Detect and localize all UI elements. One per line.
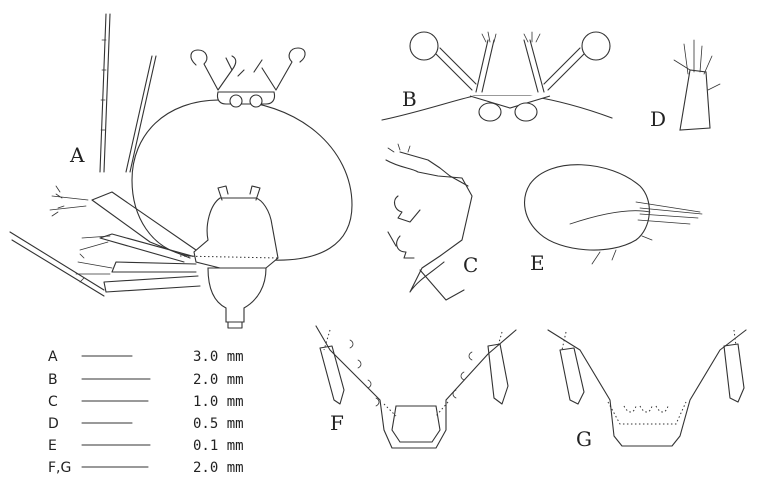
scale-bar-value: 3.0 mm xyxy=(193,349,244,365)
scale-bar-value: 0.1 mm xyxy=(193,438,244,454)
scale-bar-value: 1.0 mm xyxy=(193,394,244,410)
panel-g-drawing xyxy=(547,329,747,447)
panel-a-drawing xyxy=(9,13,353,329)
panel-label-b: B xyxy=(402,87,417,111)
scale-bar-value: 0.5 mm xyxy=(193,416,244,432)
panel-label-d: D xyxy=(650,107,666,131)
scale-bar-row: F,G 2.0 mm xyxy=(48,460,244,476)
scale-bar-legend: A 3.0 mm B 2.0 mm C 1.0 mm D 0.5 mm E 0.… xyxy=(48,349,244,476)
panel-label-f: F xyxy=(330,411,344,435)
panel-c-drawing xyxy=(385,143,473,301)
scale-bar-label: C xyxy=(48,394,58,410)
panel-label-a: A xyxy=(69,143,85,167)
scale-bar-row: E 0.1 mm xyxy=(48,438,244,454)
panel-f-drawing xyxy=(315,325,517,449)
scale-bar-label: B xyxy=(48,372,58,388)
scale-bar-value: 2.0 mm xyxy=(193,460,244,476)
scale-bar-label: D xyxy=(48,416,59,432)
scale-bar-row: B 2.0 mm xyxy=(48,372,244,388)
scale-bar-row: C 1.0 mm xyxy=(48,394,244,410)
panel-label-e: E xyxy=(530,251,545,275)
panel-e-drawing xyxy=(524,164,703,265)
panel-label-c: C xyxy=(463,253,478,277)
scale-bar-label: F,G xyxy=(48,460,71,476)
panel-b-drawing xyxy=(381,31,613,122)
scale-bar-row: D 0.5 mm xyxy=(48,416,244,432)
scale-bar-row: A 3.0 mm xyxy=(48,349,244,365)
scale-bar-label: A xyxy=(48,349,58,365)
panel-d-drawing xyxy=(673,39,721,131)
scale-bar-value: 2.0 mm xyxy=(193,372,244,388)
scale-bar-label: E xyxy=(48,438,57,454)
panel-label-g: G xyxy=(576,427,592,451)
